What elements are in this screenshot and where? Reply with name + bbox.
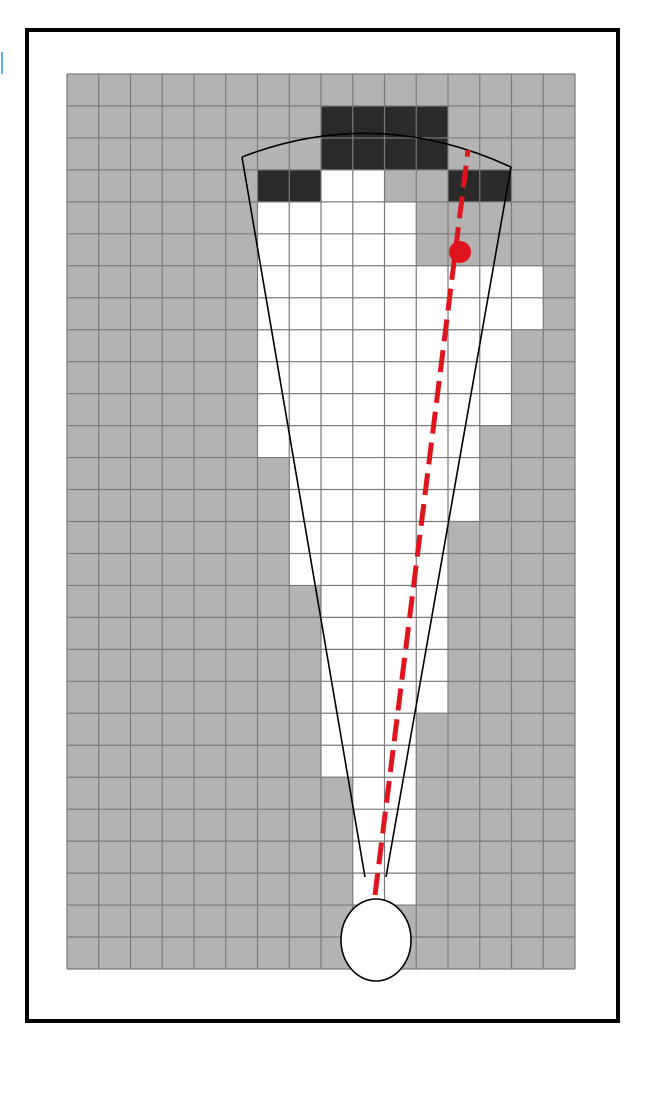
beam-marker	[449, 241, 471, 263]
free-cells	[257, 201, 417, 234]
free-cells	[257, 425, 480, 458]
beam-ray	[372, 149, 471, 896]
edge-mark	[1, 52, 3, 74]
free-cells	[289, 521, 448, 554]
sensor-cone	[241, 132, 512, 878]
free-cells	[257, 233, 417, 266]
free-cells	[289, 553, 448, 586]
sensor-robot	[340, 898, 412, 982]
free-cells	[321, 745, 417, 778]
free-cells	[257, 265, 544, 298]
free-cells	[257, 297, 544, 330]
free-cells	[321, 713, 417, 746]
outer-frame	[25, 28, 620, 1023]
